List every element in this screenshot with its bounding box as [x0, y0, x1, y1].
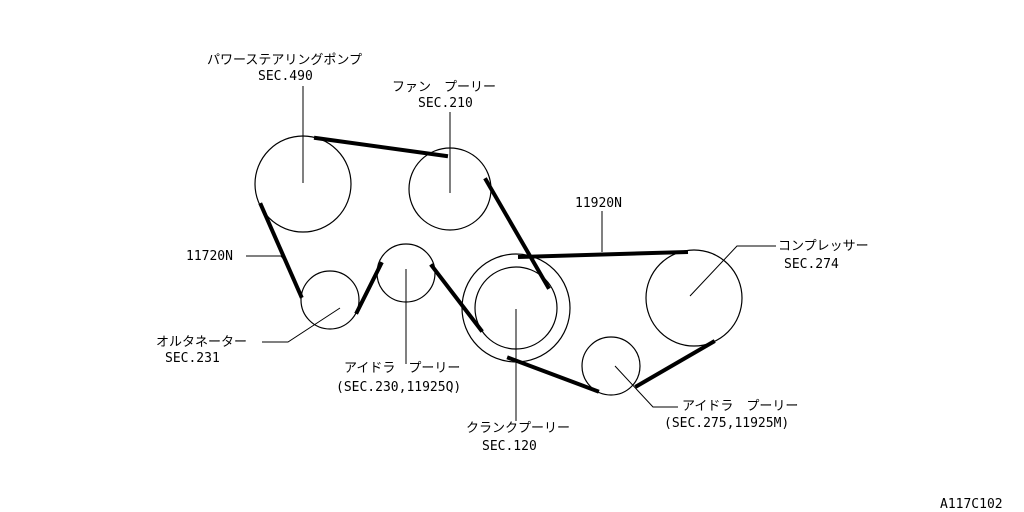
idler-right-pulley	[581, 336, 641, 396]
power-steering-sec: SEC.490	[258, 69, 313, 84]
fan-name: ファン プーリー	[392, 80, 496, 95]
belt-11720n-leader	[246, 255, 287, 263]
compressor-pulley	[645, 249, 743, 347]
belt-11920n-label: 11920N	[575, 196, 622, 211]
compressor-sec: SEC.274	[784, 257, 839, 272]
idler-left-sec: (SEC.230,11925Q)	[336, 380, 461, 395]
belt-11920n	[506, 249, 716, 394]
compressor-name: コンプレッサー	[778, 239, 869, 254]
idler-right-name: アイドラ プーリー	[682, 399, 798, 414]
crank-name: クランクプーリー	[466, 421, 570, 436]
belt-11720n	[258, 135, 551, 333]
alternator-pulley	[300, 270, 360, 330]
idler-left-name: アイドラ プーリー	[344, 361, 460, 376]
belt-11720n-label: 11720N	[186, 249, 233, 264]
idler-right-sec: (SEC.275,11925M)	[664, 416, 789, 431]
diagram-code: A117C102	[940, 497, 1003, 512]
idler-right-leader	[614, 365, 678, 408]
power-steering-name: パワーステアリングポンプ	[207, 53, 362, 68]
alternator-name: オルタネーター	[156, 335, 247, 350]
crank-sec: SEC.120	[482, 439, 537, 454]
fan-sec: SEC.210	[418, 96, 473, 111]
alternator-leader	[262, 307, 341, 343]
alternator-sec: SEC.231	[165, 351, 220, 366]
compressor-leader	[689, 245, 776, 297]
